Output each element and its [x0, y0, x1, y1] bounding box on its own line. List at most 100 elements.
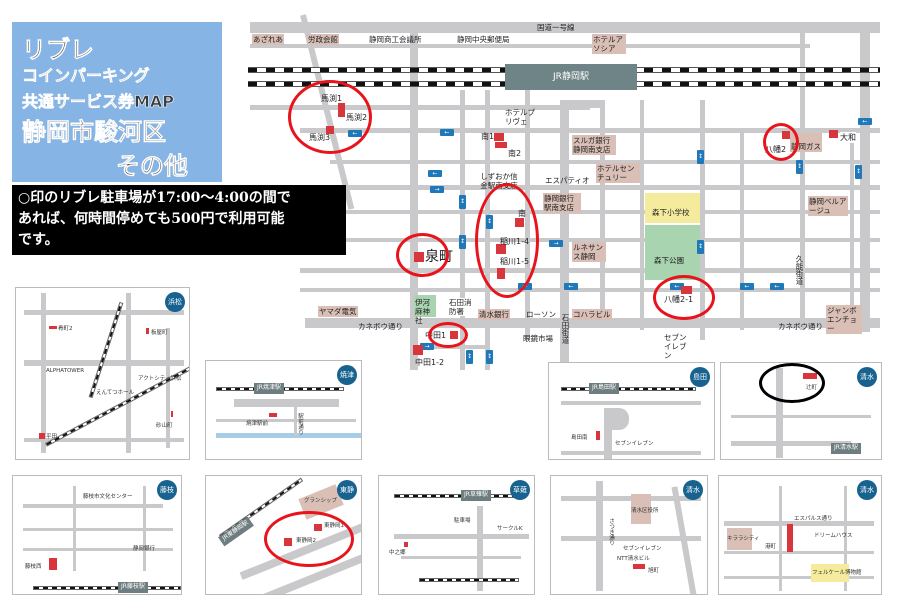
road	[860, 22, 870, 332]
landmark-yubin: 静岡中央郵便局	[457, 35, 510, 44]
inset-station: JR清水駅	[831, 443, 861, 454]
one-way-arrow-icon: →	[549, 240, 563, 247]
inset-map-shimizu-1: JR清水駅 辻町 清水	[720, 362, 882, 460]
shrine-area	[414, 295, 436, 317]
inset-label: 駐車場	[454, 518, 471, 524]
title-line-1: リブレ	[22, 36, 95, 65]
landmark-belage: 静岡ベルアージュ	[808, 196, 848, 216]
inset-station: JR焼津駅	[254, 383, 284, 394]
inset-map-shimizu-3: エスパルス通り キララシティ 港町 ドリームハウス フェルケール博物館 清水	[718, 475, 882, 595]
inset-area-badge: 藤枝	[157, 480, 177, 500]
one-way-arrow-icon: ←	[770, 283, 784, 290]
inset-map-kusanagi: JR草薙駅 駐車場 サークルK 中之郷 草薙	[378, 475, 535, 595]
landmark-ikawama: 伊河麻神社	[415, 298, 430, 325]
inset-map-shimizu-2: 清水区役所 さつき通り セブンイレブン NTT清水ビル 旭町 清水	[550, 475, 708, 595]
inset-map-hamamatsu: 肴町2 板屋町 ALPHATOWER アクトシティ浜松 えんてつホール 砂山町 …	[15, 287, 190, 460]
landmark-lawson: ローソン	[526, 310, 556, 319]
one-way-arrow-icon: ←	[564, 283, 578, 290]
landmark-azarea: あざれあ	[252, 34, 284, 45]
inset-label: ALPHATOWER	[46, 368, 85, 374]
landmark-prive: ホテルプリヴェ	[505, 108, 535, 126]
title-line-2: コインパーキング	[22, 66, 150, 86]
road	[330, 160, 880, 164]
inset-label: グランシップ	[304, 498, 338, 504]
road	[305, 318, 880, 328]
road-label-kuno: 久能街道	[795, 255, 804, 285]
landmark-shobo: 石田消防署	[449, 298, 473, 316]
inset-label: サークルK	[497, 526, 523, 532]
parking-label-minami2: 南2	[508, 149, 522, 158]
inset-area-badge: 草薙	[510, 480, 530, 500]
inset-label: 藤枝市文化センター	[83, 494, 133, 500]
notice-line: ○印のリブレ駐車場が17:00～4:00の間で	[18, 190, 291, 206]
road-label-kanebo-west: カネボウ通り	[358, 322, 403, 331]
inset-label: 島田南	[571, 435, 588, 441]
highlight-circle-nakata1	[428, 322, 468, 348]
road	[600, 100, 605, 320]
inset-label: 板屋町	[151, 330, 168, 336]
parking-marker[interactable]	[494, 133, 504, 141]
road	[700, 100, 705, 340]
highlight-circle-mabuchi	[288, 80, 372, 154]
road	[460, 90, 465, 370]
inset-area-badge: 浜松	[165, 292, 185, 312]
one-way-arrow-icon: ↕	[466, 350, 473, 364]
one-way-arrow-icon: →	[420, 343, 434, 350]
inset-label: キララシティ	[727, 536, 760, 542]
inset-label: 港町	[765, 544, 777, 550]
parking-marker[interactable]	[495, 142, 507, 148]
highlight-circle-yawata-2-1	[653, 275, 715, 320]
inset-label: フェルケール博物館	[812, 570, 862, 576]
jr-shizuoka-station: JR静岡駅	[505, 64, 637, 90]
landmark-suruga: スルガ銀行静岡南支店	[572, 135, 616, 155]
landmark-seven: セブンイレブン	[664, 333, 687, 360]
inset-label: 清水区役所	[631, 508, 659, 514]
landmark-shoko: 静岡商工会議所	[369, 35, 422, 44]
landmark-megane: 眼鏡市場	[523, 334, 553, 343]
landmark-morishita-school: 森下小学校	[652, 208, 690, 217]
inset-label: 肴町2	[58, 326, 73, 332]
inset-label: エスパルス通り	[794, 516, 833, 522]
inset-label: セブンイレブン	[615, 441, 654, 447]
inset-area-badge: 清水	[857, 367, 877, 387]
parking-marker[interactable]	[829, 130, 838, 138]
inset-label: アクトシティ浜松	[138, 376, 182, 382]
inset-map-yaizu: JR焼津駅 焼津駅前 駅前通り 焼津	[205, 360, 362, 460]
road	[300, 288, 880, 292]
one-way-arrow-icon: ←	[858, 118, 872, 125]
inset-label: えんてつホール	[96, 390, 135, 396]
road	[250, 44, 810, 48]
landmark-espatio: エスパティオ	[545, 176, 590, 185]
notice-line: です。	[18, 232, 59, 248]
inset-label: 静岡銀行	[133, 546, 156, 552]
parking-label-yamato: 大和	[840, 132, 856, 143]
landmark-shizugin: 静岡銀行駅南支店	[543, 193, 581, 213]
inset-label: 砂山町	[156, 423, 173, 429]
inset-station: JR島田駅	[589, 383, 619, 394]
parking-marker[interactable]	[413, 345, 423, 355]
title-line-5: その他	[116, 152, 189, 181]
landmark-rosei: 労政会館	[307, 34, 339, 45]
road-label-kanebo-east: カネボウ通り	[778, 322, 823, 331]
landmark-century: ホテルセンチュリー	[596, 163, 640, 183]
inset-area-badge: 清水	[683, 480, 703, 500]
inset-label: ドリームハウス	[814, 533, 853, 539]
one-way-arrow-icon: ↕	[697, 150, 704, 164]
one-way-arrow-icon: ←	[428, 170, 442, 177]
road	[560, 100, 569, 370]
inset-area-badge: 東静岡	[337, 480, 357, 514]
road	[740, 130, 744, 330]
road	[300, 128, 880, 133]
road	[410, 30, 418, 370]
inset-map-higashi-shizuoka: JR東静岡駅 グランシップ 東静岡1 東静岡2 東静岡	[205, 475, 362, 595]
road	[300, 268, 880, 273]
inset-label: 平田	[46, 434, 58, 440]
landmark-jumbo: ジャンボエンチョー	[826, 305, 862, 334]
inset-station: JR藤枝駅	[118, 582, 148, 593]
inset-map-shimada: JR島田駅 島田南 セブンイレブン 島田	[548, 362, 715, 460]
one-way-arrow-icon: →	[430, 186, 444, 193]
highlight-circle-tsujicho	[759, 363, 825, 403]
one-way-arrow-icon: ↕	[459, 235, 466, 249]
inset-label: セブンイレブン	[623, 546, 662, 552]
landmark-morishita-park: 森下公園	[654, 256, 684, 265]
